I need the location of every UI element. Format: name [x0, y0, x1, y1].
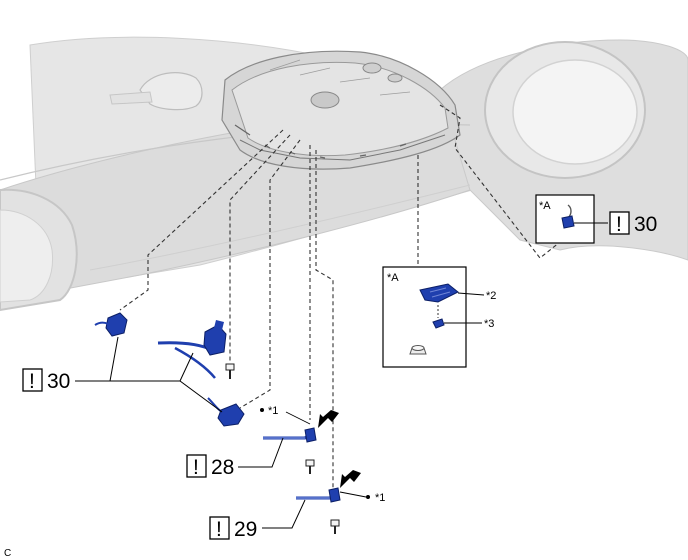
torque-callout-29: ! 29 — [209, 499, 306, 541]
detail-a-label: *A — [387, 272, 399, 284]
figure-code: C — [4, 548, 11, 559]
detail-a-label-right: *A — [539, 200, 551, 212]
dot-marker — [366, 495, 370, 499]
arrow-icon — [318, 410, 339, 428]
detail-box-a-right: *A — [535, 194, 608, 244]
detail-3-label: *3 — [484, 318, 494, 330]
arrow-icon — [340, 470, 361, 488]
battery-assembly — [221, 50, 461, 170]
bolt-icon — [330, 519, 340, 534]
caution-icon: ! — [29, 370, 35, 393]
connector-parts-left — [94, 312, 245, 427]
dot-marker — [260, 408, 264, 412]
caution-icon: ! — [193, 456, 199, 479]
caution-icon: ! — [216, 518, 222, 541]
torque-value-30-right: 30 — [634, 213, 657, 236]
bolt-icon — [225, 363, 235, 379]
bolt-icon — [305, 459, 315, 474]
torque-callout-28: ! 28 — [186, 437, 284, 479]
detail-1-label-lower: *1 — [375, 492, 385, 504]
caution-icon: ! — [616, 213, 622, 236]
torque-callout-30-left: ! 30 — [22, 336, 223, 413]
torque-value-30-left: 30 — [47, 370, 70, 393]
detail-box-a-middle: *A *2 *3 — [382, 266, 496, 368]
pipe-29: *1 — [296, 470, 385, 534]
detail-2-label: *2 — [486, 290, 496, 302]
torque-value-28: 28 — [211, 456, 234, 479]
torque-callout-30-right: ! 30 — [609, 211, 657, 236]
detail-1-label: *1 — [268, 405, 278, 417]
leader-lines-dashed — [119, 104, 561, 500]
torque-value-29: 29 — [234, 518, 257, 541]
pipe-28: *1 — [260, 405, 339, 474]
